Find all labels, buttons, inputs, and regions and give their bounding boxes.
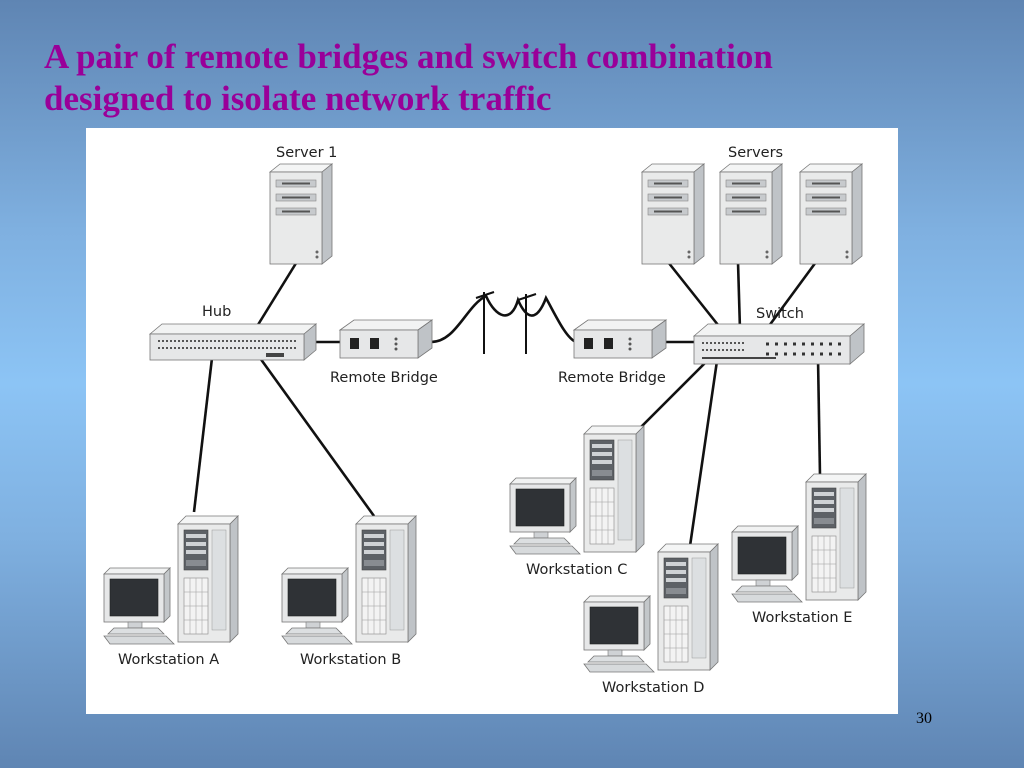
server-unit-1 <box>641 163 705 265</box>
cable-server-3-switch <box>764 261 818 331</box>
server-1 <box>269 163 333 265</box>
switch-label: Switch <box>756 306 804 322</box>
workstation-a <box>103 515 239 645</box>
network-diagram: Server 1 Servers Hub Remote Bridge <box>86 128 898 714</box>
cable-server-2-switch <box>736 261 742 331</box>
cable-server1-hub <box>254 259 300 329</box>
cable-hub-ws-a <box>192 357 214 513</box>
server-unit-2 <box>719 163 783 265</box>
server-unit-3 <box>799 163 863 265</box>
workstation-e-label: Workstation E <box>752 610 852 626</box>
remote-bridge-left-label: Remote Bridge <box>330 370 438 386</box>
cable-switch-ws-e <box>816 357 822 477</box>
title-line-1: A pair of remote bridges and switch comb… <box>44 37 773 76</box>
workstation-b-label: Workstation B <box>300 652 401 668</box>
network-diagram-svg: Server 1 Servers Hub Remote Bridge <box>103 145 867 696</box>
page-number: 30 <box>916 710 932 727</box>
remote-bridge-right-label: Remote Bridge <box>558 370 666 386</box>
cables <box>192 259 822 547</box>
switch <box>692 323 866 365</box>
workstation-e <box>731 473 867 603</box>
workstation-c-label: Workstation C <box>526 562 627 578</box>
cable-server-1-switch <box>666 261 724 331</box>
utility-poles <box>475 291 537 354</box>
remote-bridge-left <box>338 319 434 359</box>
title-line-2: designed to isolate network traffic <box>44 79 552 118</box>
hub-label: Hub <box>202 304 231 320</box>
server-1-label: Server 1 <box>276 145 337 161</box>
workstation-a-label: Workstation A <box>118 652 219 668</box>
slide-title: A pair of remote bridges and switch comb… <box>44 36 944 120</box>
cable-switch-ws-d <box>688 353 720 547</box>
servers-label: Servers <box>728 145 783 161</box>
cable-wan-link <box>430 294 577 344</box>
workstation-d-label: Workstation D <box>602 680 704 696</box>
remote-bridge-right <box>572 319 668 359</box>
workstation-b <box>281 515 417 645</box>
cable-hub-ws-b <box>258 357 376 517</box>
hub <box>148 323 318 361</box>
cable-switch-ws-c <box>637 353 715 431</box>
workstation-c <box>509 425 645 555</box>
